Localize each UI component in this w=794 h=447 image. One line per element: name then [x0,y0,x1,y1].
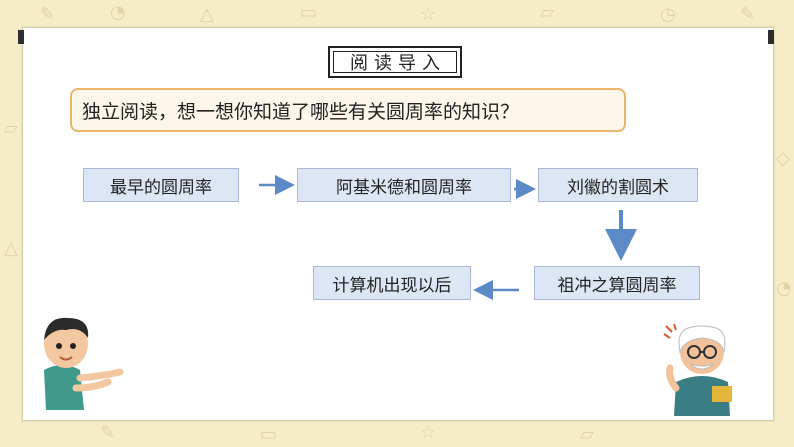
flow-step-earliest-pi: 最早的圆周率 [83,168,239,202]
triangle-doodle-icon: △ [4,238,18,259]
book-doodle-icon: ▭ [260,424,278,445]
pencil-doodle-icon: ✎ [740,4,756,25]
clock-doodle-icon: ◷ [660,4,676,25]
flow-step-zu-chongzhi: 祖冲之算圆周率 [534,266,700,300]
ruler-doodle-icon: ▱ [540,2,554,23]
star-doodle-icon: ☆ [420,422,437,443]
cube-doodle-icon: ◇ [776,148,790,169]
flow-step-computer-era: 计算机出现以后 [313,266,471,300]
card-tab-right [768,30,774,44]
pencil-doodle-icon: ✎ [40,4,56,25]
pencil-doodle-icon: ✎ [100,422,116,443]
star-doodle-icon: ☆ [420,4,437,25]
section-title: 阅读导入 [333,51,457,74]
section-title-box: 阅读导入 [328,46,462,78]
book-doodle-icon: ▭ [300,2,318,23]
ruler-doodle-icon: ▱ [4,118,18,139]
professor-character-icon [663,323,732,416]
flow-step-archimedes: 阿基米德和圆周率 [297,168,511,202]
apple-doodle-icon: ◔ [110,2,126,23]
card-tab-left [18,30,24,44]
boy-character-icon [44,317,124,410]
reading-question: 独立阅读，想一想你知道了哪些有关圆周率的知识？ [70,88,626,132]
flow-step-liu-hui: 刘徽的割圆术 [538,168,698,202]
apple-doodle-icon: ◔ [776,278,792,299]
triangle-doodle-icon: △ [200,4,214,25]
ruler-doodle-icon: ▱ [580,424,594,445]
